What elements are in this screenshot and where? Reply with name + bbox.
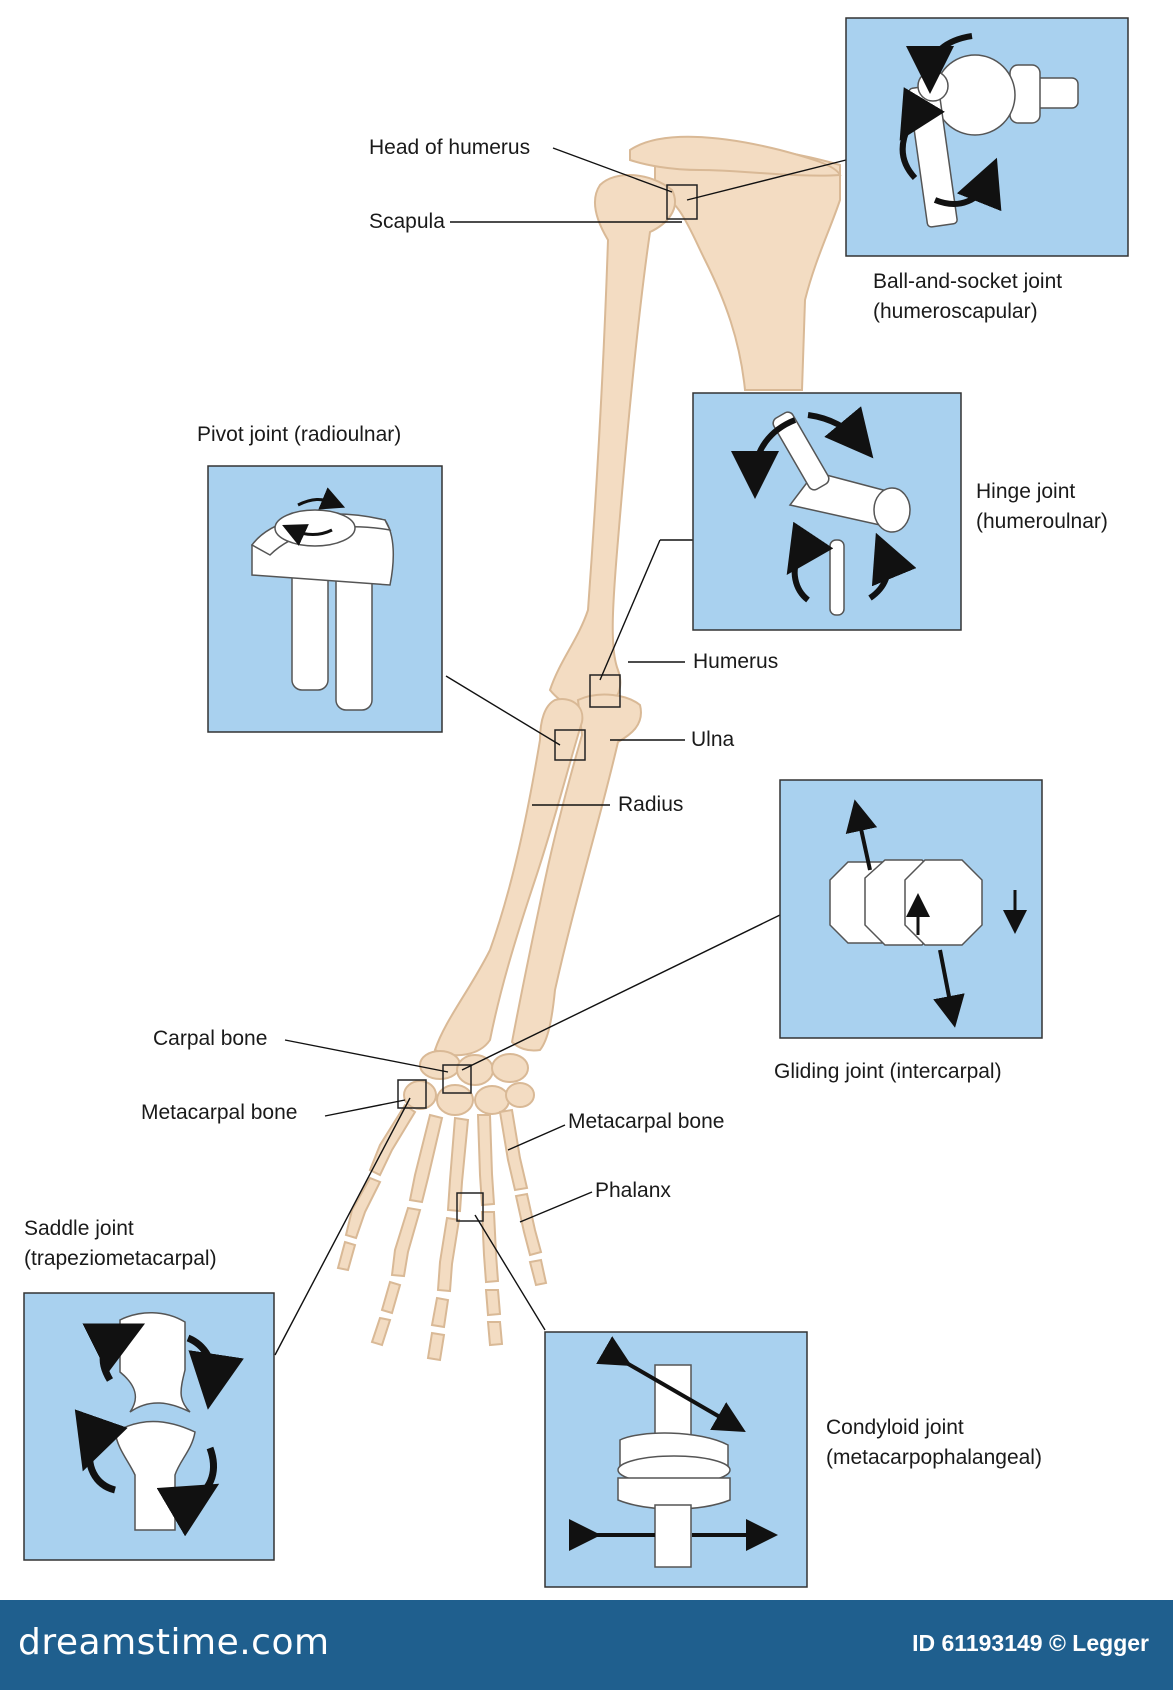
caption-condyloid: Condyloid joint (metacarpophalangeal) — [826, 1413, 1042, 1473]
acromion — [629, 135, 842, 177]
ball-socket-panel — [845, 17, 1129, 257]
scapula-bone — [654, 146, 841, 391]
shoulder-marker — [666, 184, 698, 220]
hinge-panel — [692, 392, 962, 631]
caption-ball-socket-line2: (humeroscapular) — [873, 300, 1038, 323]
label-ulna: Ulna — [691, 728, 735, 751]
watermark-footer: dreamstime.com ID 61193149 © Legger — [0, 1600, 1173, 1690]
label-metacarpal-bone-left: Metacarpal bone — [141, 1101, 298, 1124]
caption-saddle: Saddle joint (trapeziometacarpal) — [24, 1214, 217, 1274]
label-humerus: Humerus — [693, 650, 779, 673]
caption-gliding: Gliding joint (intercarpal) — [774, 1057, 1002, 1087]
caption-saddle-line1: Saddle joint — [24, 1217, 134, 1240]
label-head-of-humerus: Head of humerus — [369, 136, 531, 159]
caption-hinge: Hinge joint (humeroulnar) — [976, 477, 1108, 537]
caption-hinge-line1: Hinge joint — [976, 480, 1076, 503]
gliding-panel — [779, 779, 1043, 1039]
arm-skeleton-illustration — [23, 17, 1129, 1588]
caption-ball-socket: Ball-and-socket joint (humeroscapular) — [873, 267, 1062, 327]
radius-bone — [433, 698, 584, 1057]
caption-hinge-line2: (humeroulnar) — [976, 510, 1108, 533]
saddle-panel — [23, 1292, 275, 1561]
caption-pivot-line1: Pivot joint (radioulnar) — [197, 423, 402, 446]
joint-markers — [397, 184, 698, 1222]
label-metacarpal-bone-right: Metacarpal bone — [568, 1110, 725, 1133]
pivot-panel — [207, 465, 443, 733]
label-scapula: Scapula — [369, 210, 445, 233]
leader-lines — [274, 147, 847, 1356]
caption-ball-socket-line1: Ball-and-socket joint — [873, 270, 1063, 293]
label-phalanx: Phalanx — [595, 1179, 671, 1202]
caption-saddle-line2: (trapeziometacarpal) — [24, 1247, 217, 1270]
label-carpal-bone: Carpal bone — [153, 1027, 268, 1050]
intercarpal-marker — [442, 1064, 472, 1094]
caption-condyloid-line2: (metacarpophalangeal) — [826, 1446, 1042, 1469]
elbow-marker — [589, 674, 621, 708]
humerus-bone — [548, 174, 676, 712]
caption-gliding-line1: Gliding joint (intercarpal) — [774, 1060, 1002, 1083]
ulna-bone — [510, 693, 642, 1052]
trapeziometacarpal-marker — [397, 1079, 427, 1109]
diagram: Head of humerus Scapula Humerus Ulna Rad… — [23, 17, 1129, 1588]
footer-credit: ID 61193149 © Legger — [912, 1630, 1149, 1656]
footer-brand[interactable]: dreamstime.com — [18, 1622, 330, 1663]
condyloid-panel — [544, 1331, 808, 1588]
finger-bones — [336, 1103, 548, 1362]
metacarpophalangeal-marker — [456, 1192, 484, 1222]
caption-condyloid-line1: Condyloid joint — [826, 1416, 964, 1439]
radioulnar-marker — [554, 729, 586, 761]
caption-pivot: Pivot joint (radioulnar) — [197, 420, 401, 450]
carpal-bones — [403, 1050, 535, 1116]
bones — [336, 135, 842, 1362]
label-radius: Radius — [618, 793, 684, 816]
